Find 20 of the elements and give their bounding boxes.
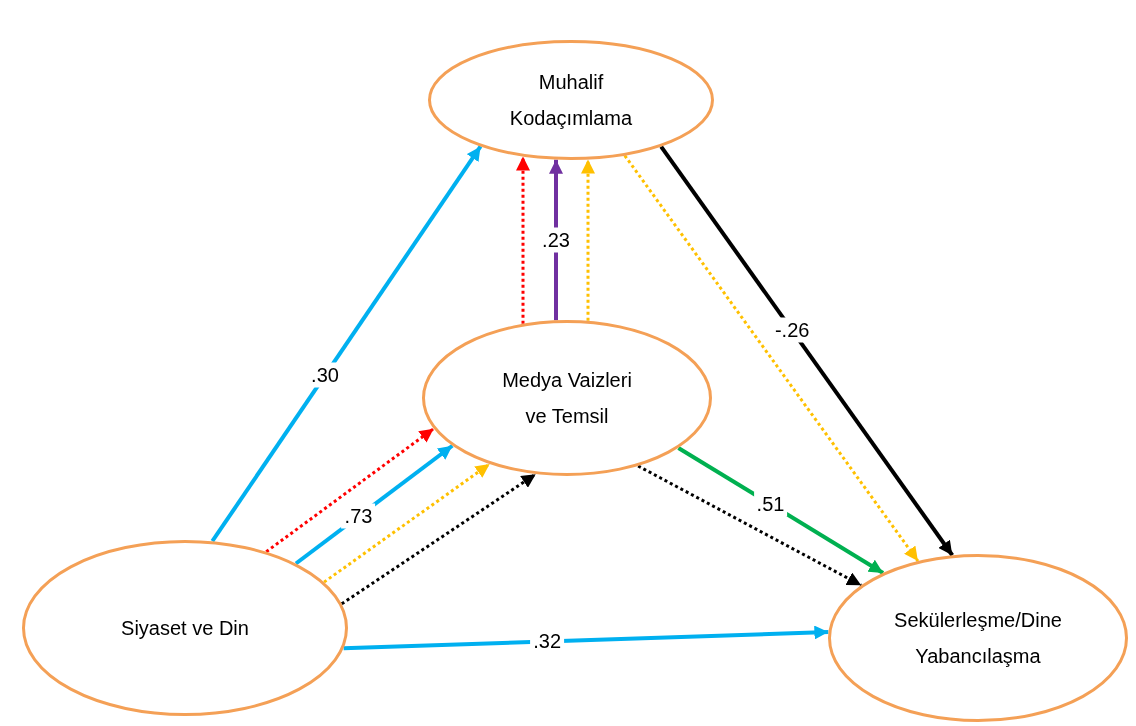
node-label: Muhalif Kodaçımlama [508, 70, 634, 131]
arrow [343, 625, 829, 651]
dotted-arrow [581, 159, 595, 321]
node-label: Medya Vaizleri ve Temsil [501, 368, 633, 429]
dotted-arrow [516, 156, 530, 324]
arrow [659, 145, 954, 557]
ellipse-node [22, 540, 348, 716]
dotted-arrow [623, 154, 920, 562]
dotted-arrow [637, 464, 862, 587]
dotted-arrow [323, 462, 491, 584]
dotted-arrow [265, 427, 435, 553]
edge-label: .73 [341, 503, 376, 529]
ellipse-node [428, 40, 714, 160]
edge-label: .51 [753, 491, 788, 517]
ellipse-node [422, 320, 712, 476]
node-label: Sekülerleşme/Dine Yabancılaşma [893, 608, 1063, 669]
node-label: Siyaset ve Din [121, 616, 249, 641]
dotted-arrow [340, 472, 537, 606]
ellipse-node [828, 554, 1128, 722]
arrow [210, 145, 483, 543]
